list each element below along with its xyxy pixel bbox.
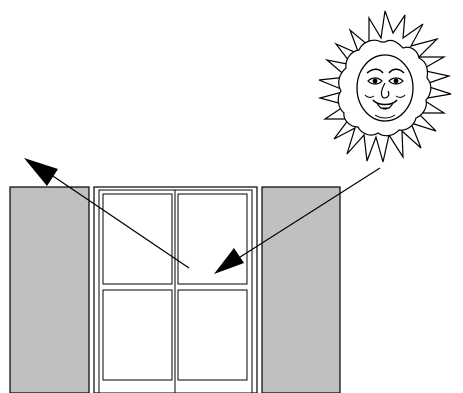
left-shutter — [10, 187, 89, 393]
pane-top-right — [178, 194, 247, 284]
sun-icon — [319, 11, 451, 162]
pane-bottom-left — [103, 290, 172, 380]
window — [94, 187, 257, 393]
pane-bottom-right — [178, 290, 247, 380]
pane-top-left — [103, 194, 172, 284]
